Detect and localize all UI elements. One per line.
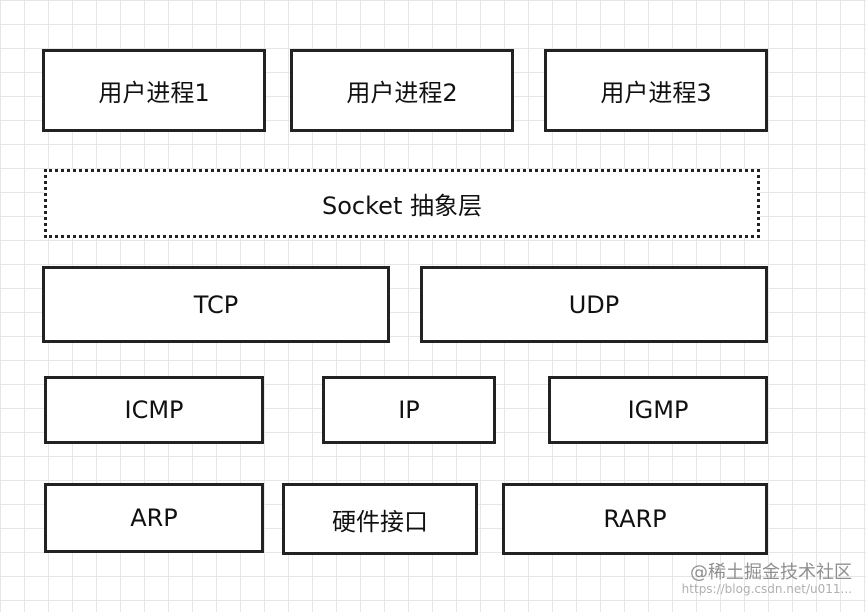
watermark-url: https://blog.csdn.net/u011... xyxy=(681,581,852,596)
tcp-box: TCP xyxy=(42,266,390,343)
icmp-box: ICMP xyxy=(44,376,264,444)
arp-box: ARP xyxy=(44,483,264,553)
process-box-2: 用户进程2 xyxy=(290,49,514,132)
hardware-interface-box: 硬件接口 xyxy=(282,483,478,555)
igmp-box: IGMP xyxy=(548,376,768,444)
process-box-3: 用户进程3 xyxy=(544,49,768,132)
ip-box: IP xyxy=(322,376,496,444)
process-box-1: 用户进程1 xyxy=(42,49,266,132)
rarp-box: RARP xyxy=(502,483,768,555)
udp-box: UDP xyxy=(420,266,768,343)
watermark-text: @稀土掘金技术社区 xyxy=(690,562,852,584)
socket-layer-box: Socket 抽象层 xyxy=(44,169,760,238)
watermark: @稀土掘金技术社区 https://blog.csdn.net/u011... xyxy=(682,563,852,596)
